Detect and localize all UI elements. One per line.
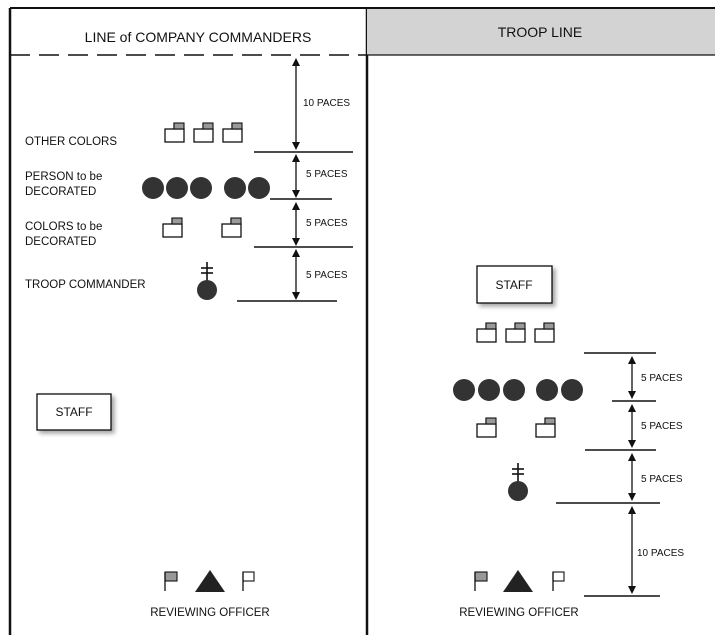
label-troop-commander: TROOP COMMANDER — [25, 279, 146, 291]
person-icon — [166, 177, 188, 199]
pace-label: 5 PACES — [641, 373, 683, 384]
arrow-up-icon — [628, 404, 636, 412]
color-flag-icon — [162, 217, 183, 238]
label-person-line1: PERSON to be — [25, 171, 102, 183]
color-flag-icon — [535, 417, 556, 438]
label-colors-line1: COLORS to be — [25, 221, 102, 233]
person-icon — [561, 379, 583, 401]
person-icon — [190, 177, 212, 199]
color-flag-icon — [534, 322, 555, 343]
color-flag-icon — [476, 322, 497, 343]
flag-icon — [552, 571, 565, 582]
right-pace-arrows — [628, 356, 636, 594]
person-icon — [536, 379, 558, 401]
label-person-line2: DECORATED — [25, 186, 96, 198]
right-staff-label: STAFF — [495, 278, 532, 292]
pace-label: 10 PACES — [637, 548, 684, 559]
arrow-down-icon — [628, 586, 636, 594]
flag-icon — [164, 571, 178, 582]
arrow-up-icon — [292, 154, 300, 162]
arrow-down-icon — [292, 142, 300, 150]
label-colors-line2: DECORATED — [25, 236, 96, 248]
arrow-up-icon — [628, 356, 636, 364]
arrow-down-icon — [292, 238, 300, 246]
color-flag-icon — [164, 122, 185, 143]
color-flag-icon — [193, 122, 214, 143]
color-flag-icon — [505, 322, 526, 343]
person-icon — [503, 379, 525, 401]
arrow-up-icon — [628, 453, 636, 461]
troop-commander-icon — [196, 261, 218, 301]
arrow-down-icon — [292, 190, 300, 198]
right-panel-header: TROOP LINE — [498, 24, 583, 40]
color-flag-icon — [221, 217, 242, 238]
person-icon — [224, 177, 246, 199]
arrow-up-icon — [292, 249, 300, 257]
right-troop-commander-icon — [507, 462, 529, 502]
right-panel-header-bg — [367, 8, 715, 55]
left-reviewing-officer-label: REVIEWING OFFICER — [150, 607, 269, 619]
right-reviewing-officer-label: REVIEWING OFFICER — [459, 607, 578, 619]
arrow-up-icon — [292, 58, 300, 66]
colors-to-be-decorated — [162, 217, 242, 238]
right-panel: TROOP LINE — [367, 7, 715, 56]
pace-label: 5 PACES — [641, 421, 683, 432]
officer-triangle-icon — [503, 570, 533, 592]
color-flag-icon — [222, 122, 243, 143]
label-other-colors: OTHER COLORS — [25, 136, 117, 148]
person-icon — [142, 177, 164, 199]
left-staff-label: STAFF — [55, 405, 92, 419]
pace-label: 5 PACES — [641, 474, 683, 485]
flag-icon — [474, 571, 488, 582]
right-other-colors-flags — [476, 322, 555, 343]
pace-label: 5 PACES — [306, 169, 348, 180]
pace-label: 10 PACES — [303, 98, 350, 109]
pace-label: 5 PACES — [306, 270, 348, 281]
pace-label: 5 PACES — [306, 218, 348, 229]
person-icon — [453, 379, 475, 401]
left-pace-arrows — [292, 58, 300, 300]
arrow-down-icon — [628, 493, 636, 501]
persons-to-be-decorated — [142, 177, 270, 199]
left-panel: LINE of COMPANY COMMANDERS — [8, 7, 367, 635]
flag-icon — [242, 571, 255, 582]
arrow-down-icon — [628, 391, 636, 399]
other-colors-flags — [164, 122, 243, 143]
color-flag-icon — [476, 417, 497, 438]
right-colors-to-be-decorated — [476, 417, 556, 438]
person-icon — [248, 177, 270, 199]
right-persons-to-be-decorated — [453, 379, 583, 401]
arrow-up-icon — [628, 506, 636, 514]
arrow-up-icon — [292, 202, 300, 210]
right-reviewing-officer: REVIEWING OFFICER — [459, 570, 579, 619]
left-reviewing-officer: REVIEWING OFFICER — [150, 570, 270, 619]
arrow-down-icon — [628, 440, 636, 448]
person-icon — [478, 379, 500, 401]
arrow-down-icon — [292, 292, 300, 300]
left-staff-box: STAFF — [36, 393, 112, 431]
right-staff-box: STAFF — [476, 265, 553, 304]
left-panel-header: LINE of COMPANY COMMANDERS — [85, 29, 312, 45]
officer-triangle-icon — [195, 570, 225, 592]
